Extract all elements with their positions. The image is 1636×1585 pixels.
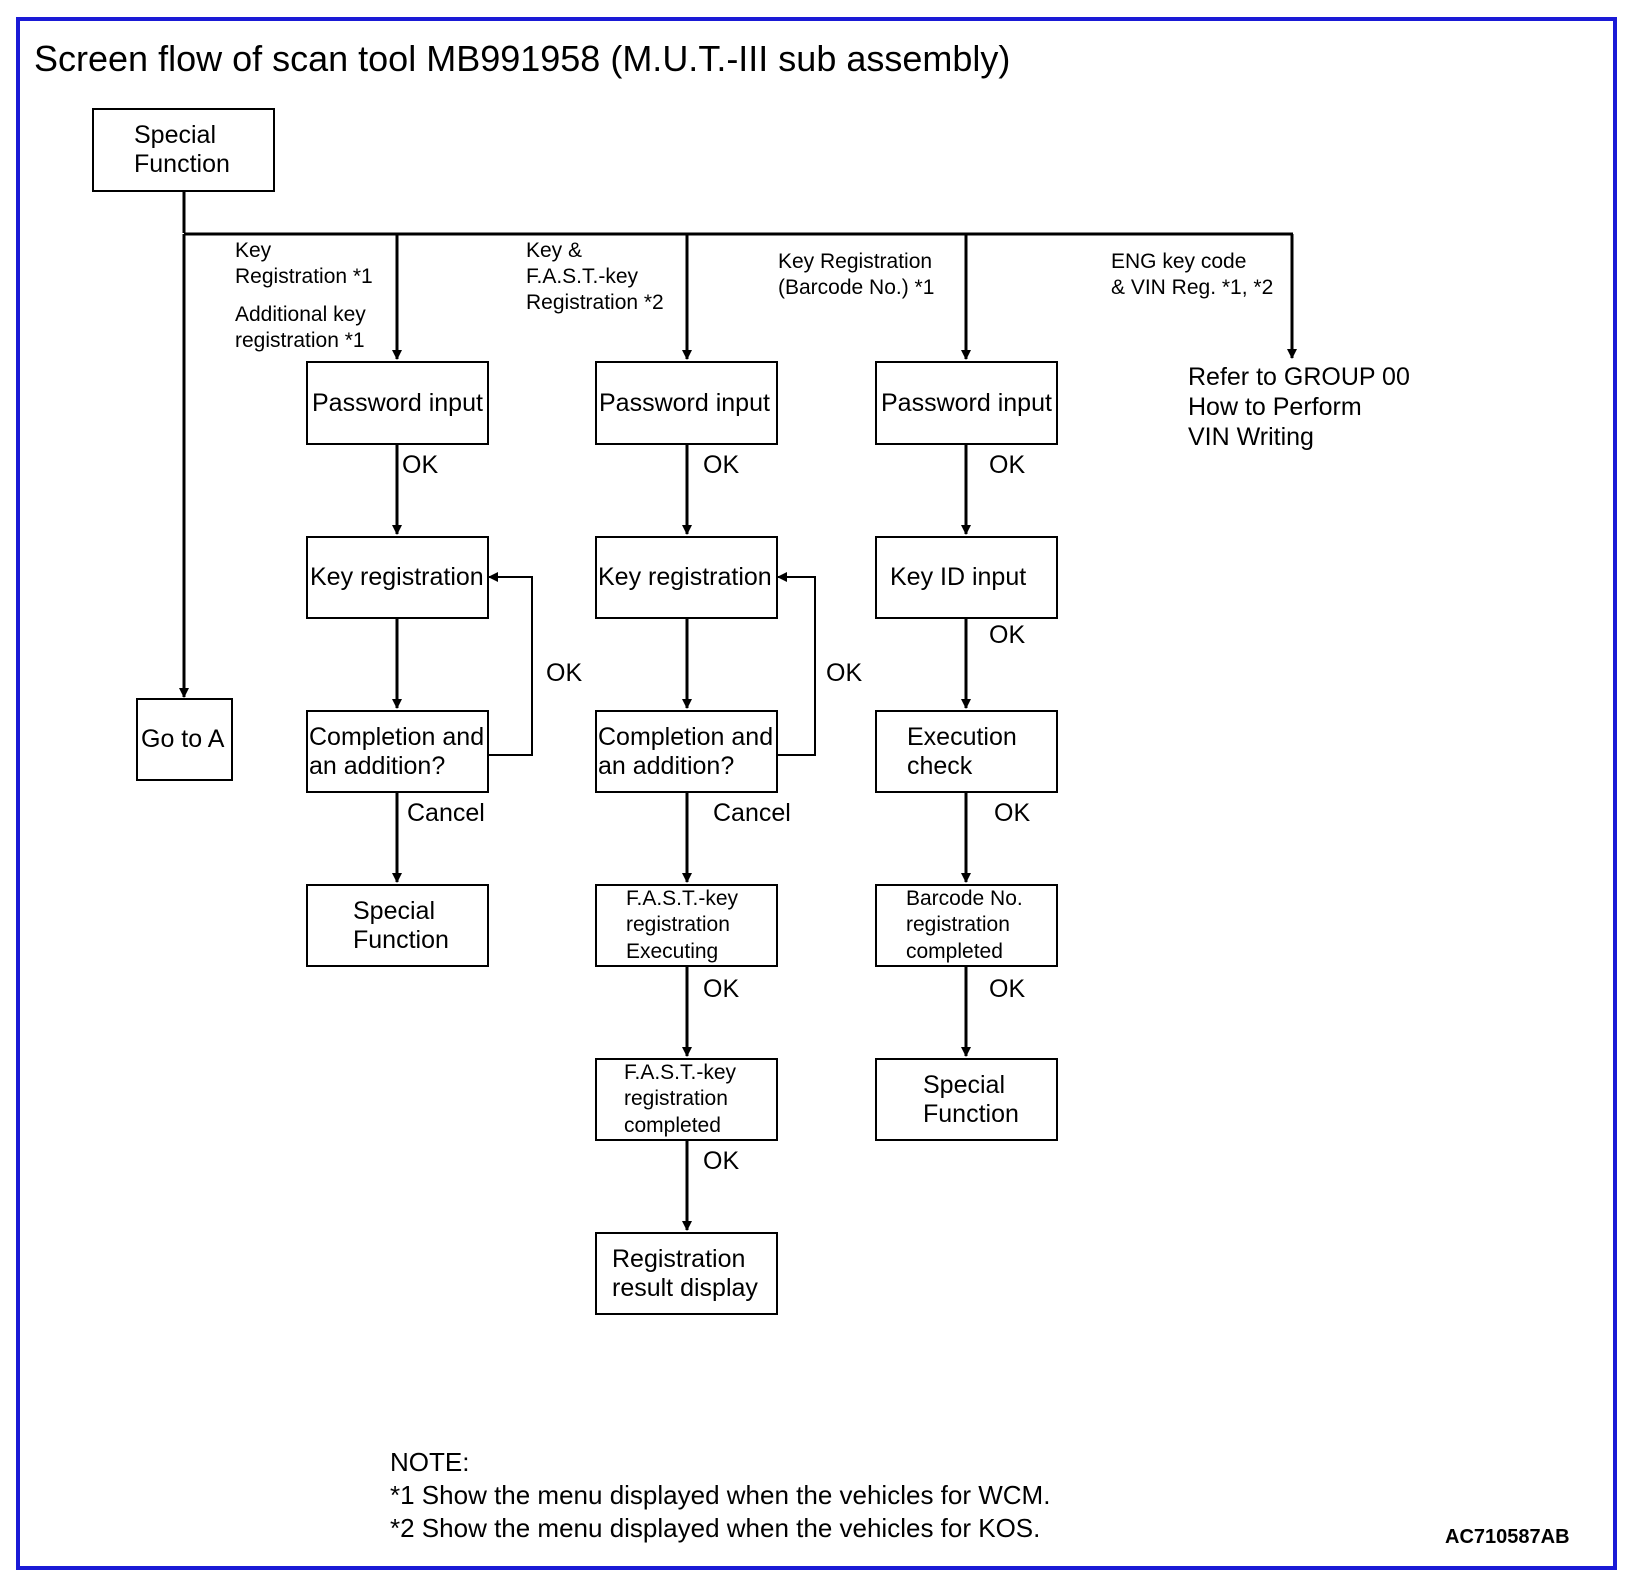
- special-function-start-label: Special Function: [134, 121, 230, 178]
- c2-registration-result-label: Registration result display: [612, 1244, 758, 1302]
- c2-fast-executing-label: F.A.S.T.-key registration Executing: [626, 887, 739, 963]
- branch-additional-key-label: Additional key registration *1: [235, 303, 366, 352]
- branch-barcode-label: Key Registration (Barcode No.) *1: [778, 250, 935, 299]
- c3-barcode-completed-box: Barcode No. registration completed: [875, 884, 1058, 967]
- c3-execution-check-box: Execution check: [875, 710, 1058, 793]
- c1-special-function-box: Special Function: [306, 884, 489, 967]
- c3-ok-label-4: OK: [989, 975, 1026, 1003]
- c3-password-input-box: Password input: [875, 361, 1058, 445]
- branch-key-registration-label: Key Registration *1: [235, 239, 373, 288]
- branch-key-fast-label: Key & F.A.S.T.-key Registration *2: [526, 239, 664, 314]
- c2-completion-box: Completion and an addition?: [595, 710, 778, 793]
- c1-key-registration-label: Key registration: [310, 563, 484, 592]
- c3-key-id-input-label: Key ID input: [890, 563, 1027, 592]
- c1-password-input-label: Password input: [312, 388, 483, 417]
- branch-eng-vin-label: ENG key code & VIN Reg. *1, *2: [1111, 250, 1274, 299]
- c3-password-input-label: Password input: [881, 388, 1052, 417]
- c3-execution-check-label: Execution check: [907, 722, 1017, 780]
- loop-col1: [488, 572, 533, 756]
- c3-ok-label-2: OK: [989, 621, 1026, 649]
- c2-fast-completed-label: F.A.S.T.-key registration completed: [624, 1061, 737, 1137]
- special-function-start-box: Special Function: [92, 108, 275, 192]
- go-to-a-label: Go to A: [141, 725, 225, 754]
- c3-key-id-input-box: Key ID input: [875, 536, 1058, 619]
- c2-loop-ok-label: OK: [826, 659, 863, 687]
- c2-password-input-label: Password input: [599, 388, 770, 417]
- c2-cancel-label: Cancel: [713, 799, 791, 827]
- figure-code: AC710587AB: [1445, 1526, 1570, 1548]
- c2-ok-label-2: OK: [703, 975, 740, 1003]
- loop-col2: [777, 572, 816, 756]
- refer-group-00-text: Refer to GROUP 00 How to Perform VIN Wri…: [1188, 363, 1410, 451]
- c1-password-input-box: Password input: [306, 361, 489, 445]
- page-title: Screen flow of scan tool MB991958 (M.U.T…: [34, 38, 1011, 79]
- c1-completion-box: Completion and an addition?: [306, 710, 489, 793]
- c3-ok-label-1: OK: [989, 451, 1026, 479]
- c2-ok-label-1: OK: [703, 451, 740, 479]
- c2-password-input-box: Password input: [595, 361, 778, 445]
- c2-completion-label: Completion and an addition?: [598, 722, 774, 780]
- c1-cancel-label: Cancel: [407, 799, 485, 827]
- c3-barcode-completed-label: Barcode No. registration completed: [906, 887, 1023, 963]
- c3-special-function-box: Special Function: [875, 1058, 1058, 1141]
- c2-fast-completed-box: F.A.S.T.-key registration completed: [595, 1058, 778, 1141]
- c3-special-function-label: Special Function: [923, 1070, 1019, 1128]
- c1-loop-ok-label: OK: [546, 659, 583, 687]
- go-to-a-box: Go to A: [136, 698, 233, 781]
- diagram-frame: [16, 17, 1617, 1570]
- c2-key-registration-box: Key registration: [595, 536, 778, 619]
- footnote: NOTE: *1 Show the menu displayed when th…: [390, 1447, 1051, 1543]
- c3-ok-label-3: OK: [994, 799, 1031, 827]
- c1-key-registration-box: Key registration: [306, 536, 489, 619]
- c2-ok-label-3: OK: [703, 1147, 740, 1175]
- c1-completion-label: Completion and an addition?: [309, 722, 485, 780]
- c2-fast-executing-box: F.A.S.T.-key registration Executing: [595, 884, 778, 967]
- c2-registration-result-box: Registration result display: [595, 1232, 778, 1315]
- c1-special-function-label: Special Function: [353, 896, 449, 954]
- c2-key-registration-label: Key registration: [598, 563, 772, 592]
- c1-ok-label-1: OK: [402, 451, 439, 479]
